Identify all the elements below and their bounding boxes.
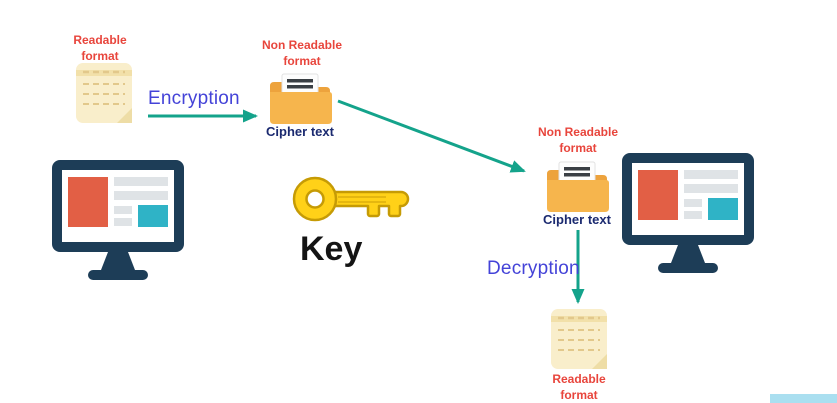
- source-readable-label: Readable format: [73, 33, 127, 63]
- cipher2-format-label: Non Readable format: [537, 125, 618, 155]
- computer-monitor-icon: [622, 153, 754, 279]
- key-label: Key: [300, 230, 363, 268]
- decryption-label: Decryption: [487, 258, 580, 279]
- key-icon: [288, 168, 413, 232]
- cipher-transfer-arrow: [337, 99, 526, 173]
- cipher1-caption: Cipher text: [266, 124, 334, 139]
- encryption-label: Encryption: [148, 88, 240, 109]
- cipher2-caption: Cipher text: [543, 212, 611, 227]
- notepad-icon: [550, 308, 608, 370]
- notepad-icon: [75, 62, 133, 124]
- cipher1-format-label: Non Readable format: [261, 38, 342, 68]
- corner-accent: [770, 394, 837, 403]
- folder-icon: [268, 72, 332, 124]
- computer-monitor-icon: [52, 160, 184, 286]
- folder-icon: [545, 160, 609, 212]
- dest-readable-label: Readable format: [552, 372, 606, 402]
